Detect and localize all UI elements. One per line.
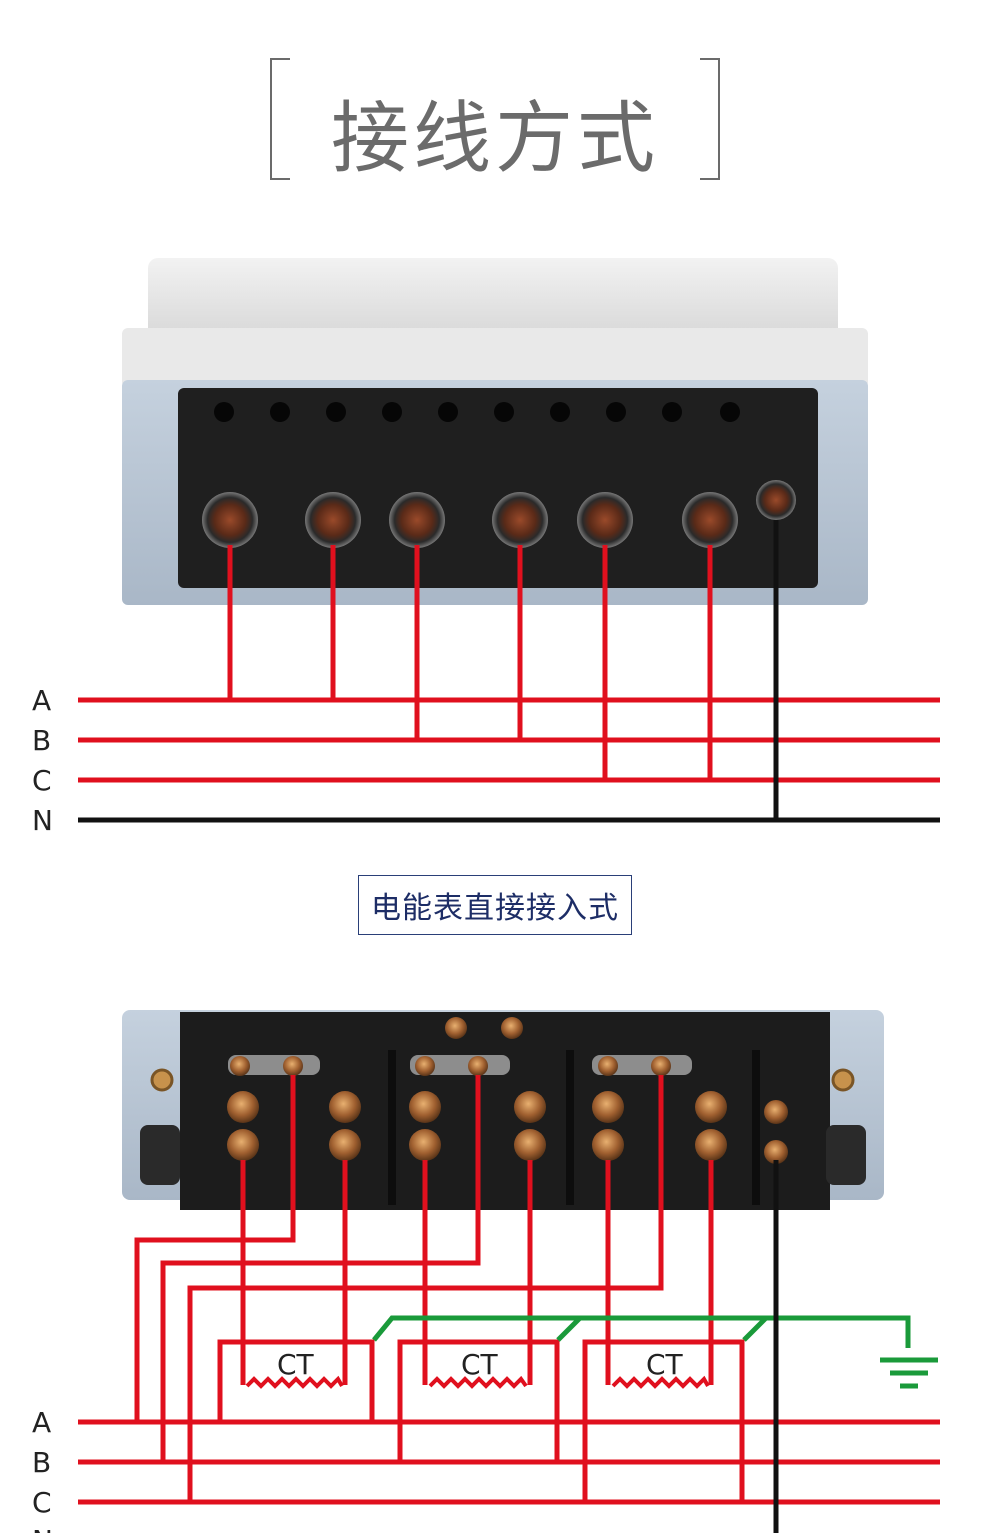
mount-hole-right bbox=[831, 1068, 855, 1092]
meter-top-cover bbox=[148, 258, 838, 338]
phase-label-n-bottom: N bbox=[32, 1524, 53, 1533]
terminal-6 bbox=[682, 492, 738, 548]
phase-label-c-top: C bbox=[32, 764, 52, 797]
meter-ct bbox=[122, 1010, 884, 1210]
section-title: 接线方式 bbox=[270, 58, 720, 184]
ct-terminal-screws bbox=[227, 1056, 788, 1164]
terminal-2 bbox=[305, 492, 361, 548]
wiring-ct bbox=[78, 1075, 940, 1533]
ground-icon bbox=[880, 1357, 938, 1389]
ct-coils bbox=[245, 1375, 710, 1389]
terminal-holes bbox=[202, 480, 796, 548]
terminal-neutral bbox=[756, 480, 796, 520]
terminal-1 bbox=[202, 492, 258, 548]
phase-label-c-bottom: C bbox=[32, 1486, 52, 1519]
title-bracket-right bbox=[700, 58, 720, 180]
title-text: 接线方式 bbox=[330, 94, 659, 184]
terminal-3 bbox=[389, 492, 445, 548]
ct-label-3: CT bbox=[646, 1348, 684, 1381]
mount-hole-left bbox=[150, 1068, 174, 1092]
ct-label-2: CT bbox=[461, 1348, 499, 1381]
top-holes bbox=[214, 402, 740, 422]
terminal-5 bbox=[577, 492, 633, 548]
ct-label-1: CT bbox=[277, 1348, 315, 1381]
phase-label-a-top: A bbox=[32, 684, 51, 717]
meter-cover-lip bbox=[122, 328, 868, 388]
terminal-4 bbox=[492, 492, 548, 548]
wiring-direct bbox=[78, 520, 940, 823]
phase-label-b-top: B bbox=[32, 724, 51, 757]
side-slot-left bbox=[140, 1125, 180, 1185]
meter-direct bbox=[122, 258, 868, 605]
side-slot-right bbox=[826, 1125, 866, 1185]
meter-ct-terminal-block bbox=[180, 1012, 830, 1210]
phase-label-a-bottom: A bbox=[32, 1406, 51, 1439]
caption-direct-connection: 电能表直接接入式 bbox=[358, 875, 632, 935]
phase-label-b-bottom: B bbox=[32, 1446, 51, 1479]
phase-label-n-top: N bbox=[32, 804, 53, 837]
title-bracket-left bbox=[270, 58, 290, 180]
